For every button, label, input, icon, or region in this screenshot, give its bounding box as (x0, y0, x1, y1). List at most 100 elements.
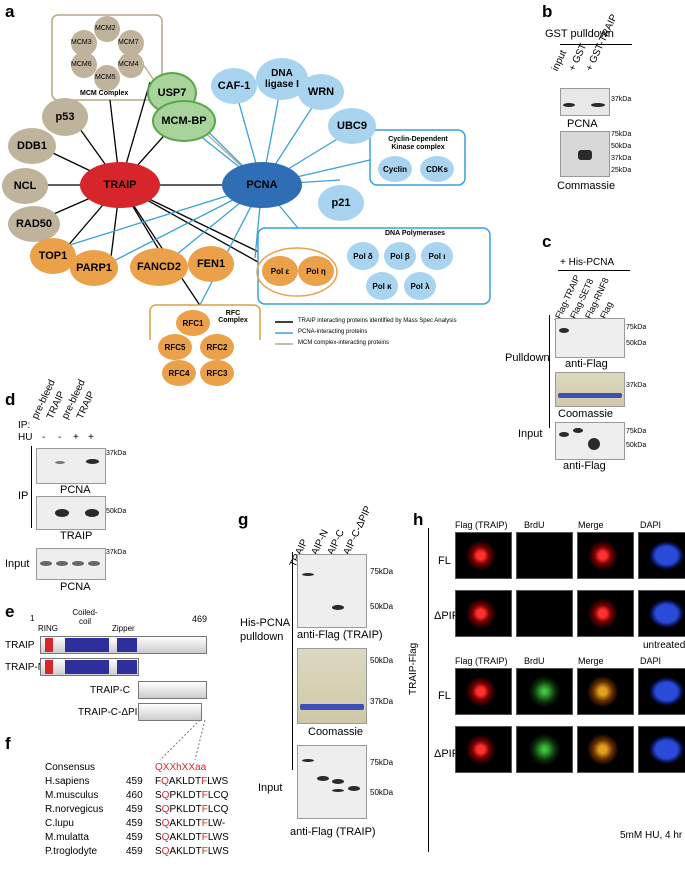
h-col-merge-bot: Merge (578, 656, 604, 666)
g-m3-75: 75kDa (370, 758, 394, 767)
ncl-node: NCL (2, 168, 48, 204)
rad50-node: RAD50 (8, 206, 60, 242)
e-coiled-label: Coiled-coil (72, 608, 98, 626)
f-position: 459 (126, 776, 143, 787)
d-pcna1-label: PCNA (60, 484, 91, 496)
g-bracket (292, 552, 293, 770)
band (588, 438, 600, 450)
panel-label-a: a (5, 2, 15, 21)
b-marker-37b: 37kDa (611, 155, 632, 162)
e-traip-bar (40, 636, 207, 654)
cdk-box-title: Cyclin-Dependent Kinase complex (388, 136, 448, 151)
fen1-node: FEN1 (188, 246, 234, 282)
g-m2-50: 50kDa (370, 656, 394, 665)
band (332, 789, 344, 792)
d-pcna-ip-blot (36, 448, 106, 484)
e-zoom-lines (159, 719, 206, 761)
c-coomassie-band (558, 393, 622, 398)
fancd2-node: FANCD2 (130, 248, 188, 286)
d-input-label: Input (5, 558, 30, 570)
mcm2-label: MCM2 (95, 25, 116, 32)
g-blot2 (297, 745, 367, 819)
g-anti2-label: anti-Flag (TRAIP) (290, 826, 376, 838)
b-pcna-blot (560, 88, 610, 116)
legend-mcm: MCM complex-interacting proteins (298, 340, 390, 346)
band (559, 432, 569, 437)
c-antiflag1-label: anti-Flag (565, 358, 608, 370)
mcm-bp-node: MCM-BP (152, 100, 216, 142)
micrograph (638, 726, 685, 773)
band (578, 150, 592, 160)
traip-hub-node: TRAIP (80, 162, 160, 208)
f-sequence: SQAKLDTFLW- (155, 818, 226, 829)
h-row-fl-bot: FL (438, 690, 451, 702)
band (573, 428, 583, 433)
f-position: 459 (126, 832, 143, 843)
micrograph (516, 668, 573, 715)
panel-label-b: b (542, 2, 553, 21)
f-position: 459 (126, 818, 143, 829)
mcm-complex (71, 16, 144, 91)
caf1-node: CAF-1 (211, 68, 257, 104)
micrograph (455, 590, 512, 637)
g-coomassie-blot (297, 648, 367, 724)
band (302, 759, 314, 762)
mcm4-label: MCM4 (118, 61, 139, 68)
d-m2: 50kDa (106, 508, 127, 515)
band (85, 509, 99, 517)
pol-lambda-node: Pol λ (404, 272, 436, 300)
h-row-dpip-top: ΔPIP (434, 610, 460, 622)
ring-domain (45, 638, 53, 652)
d-traip-ip-blot (36, 496, 106, 530)
e-traip-n-bar (40, 658, 139, 676)
band (302, 573, 314, 576)
d-hu-2: - (58, 432, 62, 443)
panel-label-h: h (413, 510, 424, 529)
d-ip-label: IP: (18, 420, 31, 431)
parp1-node: PARP1 (70, 250, 118, 286)
c-m1-50: 50kDa (626, 340, 647, 347)
panel-label-e: e (5, 602, 15, 621)
micrograph (516, 532, 573, 579)
c-antiflag-blot1 (555, 318, 625, 358)
f-sequence: SQAKLDTFLWS (155, 846, 229, 857)
micrograph (516, 726, 573, 773)
f-species: M.musculus (45, 790, 99, 801)
e-zipper-label: Zipper (112, 624, 135, 633)
b-marker-25: 25kDa (611, 167, 632, 174)
micrograph (577, 668, 634, 715)
f-species: C.lupu (45, 818, 74, 829)
e-traip-n-label: TRAIP-N (5, 662, 45, 673)
h-col-brdu-bot: BrdU (524, 656, 545, 666)
panel-label-d: d (5, 390, 16, 409)
band (332, 605, 344, 610)
d-ip-bracket (31, 446, 32, 528)
gst-pulldown-title: GST pulldown (545, 28, 614, 40)
top1-node: TOP1 (30, 238, 76, 274)
h-col-flag-top: Flag (TRAIP) (455, 520, 508, 530)
h-col-brdu-top: BrdU (524, 520, 545, 530)
d-hu-1: - (42, 432, 46, 443)
pol-epsilon-node: Pol ε (262, 256, 298, 286)
band (56, 561, 68, 566)
b-marker-37: 37kDa (611, 96, 632, 103)
b-marker-75: 75kDa (611, 131, 632, 138)
pol-iota-node: Pol ι (421, 242, 453, 270)
h-row-dpip-bot: ΔPIP (434, 748, 460, 760)
h-col-flag-bot: Flag (TRAIP) (455, 656, 508, 666)
e-traip-c-dpip-bar (138, 703, 202, 721)
pol-box-title: DNA Polymerases (385, 230, 446, 237)
p53-node: p53 (42, 98, 88, 136)
mcm7-label: MCM7 (118, 39, 139, 46)
d-m3: 37kDa (106, 549, 127, 556)
f-consensus-seq: QXXhXXaa (155, 762, 207, 773)
f-species: P.troglodyte (45, 846, 98, 857)
mcm3-label: MCM3 (71, 39, 92, 46)
panel-label-g: g (238, 510, 249, 529)
rfc5-node: RFC5 (158, 334, 192, 360)
d-pcna2-label: PCNA (60, 581, 91, 593)
micrograph (577, 726, 634, 773)
d-pcna-input-blot (36, 548, 106, 580)
micrograph (516, 590, 573, 637)
d-hu-label: HU (18, 432, 33, 443)
